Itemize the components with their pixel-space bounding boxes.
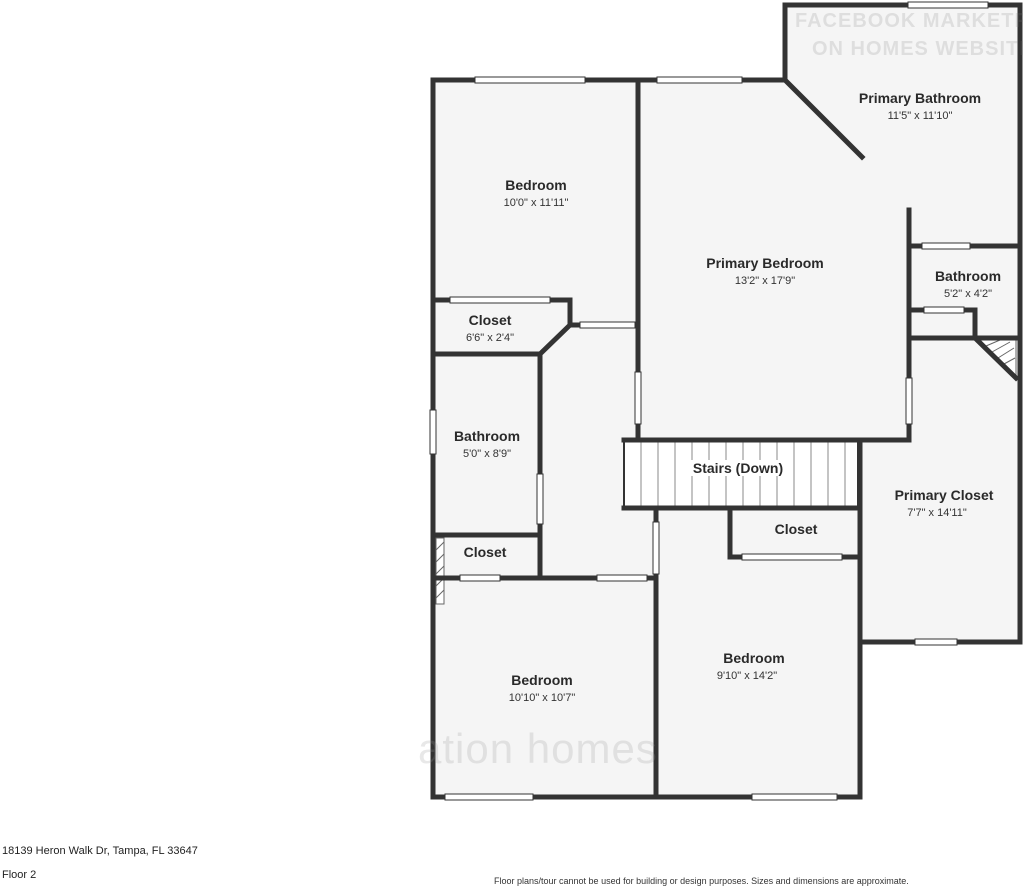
room-name: Primary Bathroom	[858, 90, 982, 106]
room-dimensions: 5'0" x 8'9"	[462, 448, 512, 460]
room-name: Bedroom	[511, 672, 573, 688]
room-dimensions: 13'2" x 17'9"	[734, 275, 796, 287]
room-name: Bathroom	[934, 268, 1002, 284]
room-name: Closet	[774, 521, 818, 537]
property-address: 18139 Heron Walk Dr, Tampa, FL 33647	[2, 845, 198, 857]
watermark-line1: FACEBOOK MARKETPL	[795, 10, 1023, 32]
openings	[429, 1, 989, 801]
room-name: Closet	[468, 312, 512, 328]
room-name: Bedroom	[723, 650, 785, 666]
room-dimensions: 9'10" x 14'2"	[716, 670, 778, 682]
room-dimensions: 5'2" x 4'2"	[943, 288, 993, 300]
room-name: Stairs (Down)	[689, 460, 787, 476]
room-dimensions: 10'10" x 10'7"	[508, 692, 576, 704]
room-name: Primary Bedroom	[706, 255, 824, 271]
disclaimer-text: Floor plans/tour cannot be used for buil…	[494, 876, 909, 886]
room-dimensions: 7'7" x 14'11"	[907, 507, 967, 519]
watermark-brand: ation homes	[418, 725, 658, 772]
floor-label: Floor 2	[2, 869, 37, 881]
room-name: Bedroom	[505, 177, 567, 193]
room-dimensions: 11'5" x 11'10"	[887, 110, 953, 122]
room-name: Closet	[463, 544, 507, 560]
watermark-line2: ON HOMES WEBSITE	[812, 38, 1023, 60]
floor-areas	[433, 5, 1020, 797]
room-dimensions: 6'6" x 2'4"	[465, 332, 515, 344]
room-name: Primary Closet	[894, 487, 994, 503]
room-name: Bathroom	[453, 428, 521, 444]
room-dimensions: 10'0" x 11'11"	[503, 197, 569, 209]
